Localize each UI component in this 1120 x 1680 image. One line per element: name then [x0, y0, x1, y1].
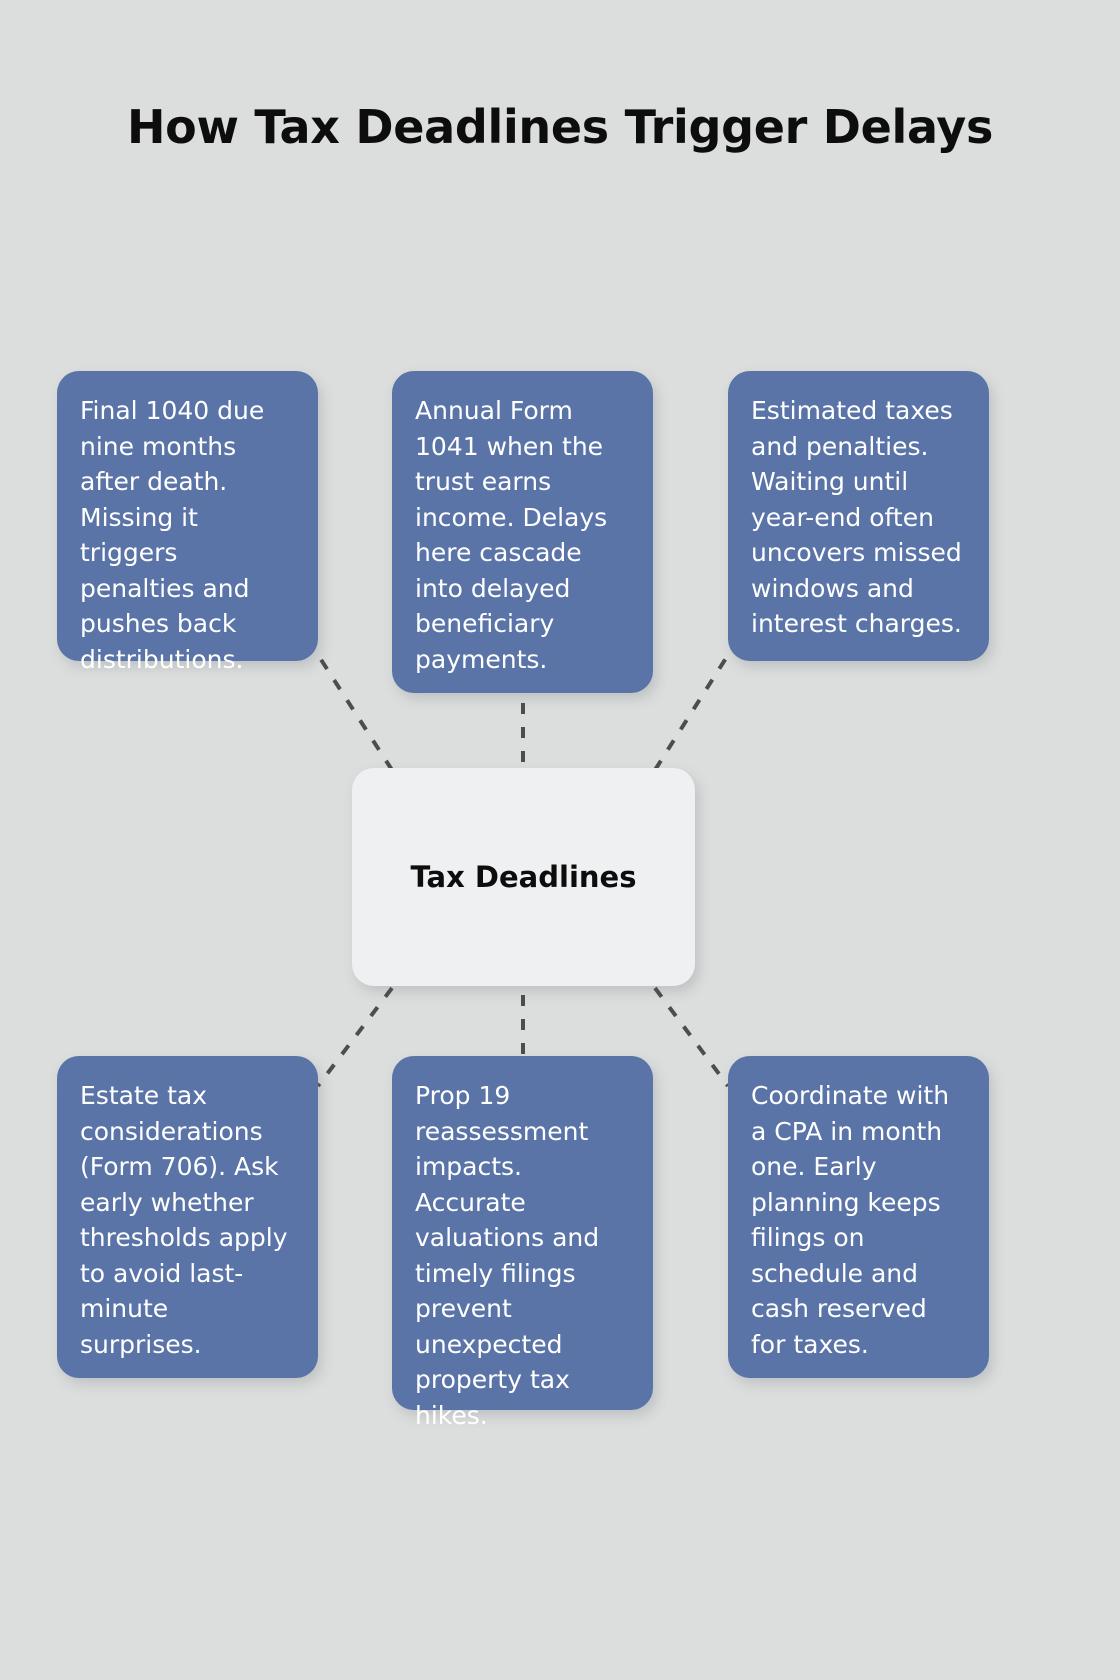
- node-card-text: Estimated taxes and penalties. Waiting u…: [751, 396, 962, 638]
- node-card-text: Prop 19 reassessment impacts. Accurate v…: [415, 1081, 600, 1430]
- connector-hub-to-top-right: [653, 653, 730, 772]
- node-card-text: Annual Form 1041 when the trust earns in…: [415, 396, 608, 674]
- hub-node-tax-deadlines[interactable]: Tax Deadlines: [352, 768, 695, 986]
- node-card-text: Estate tax considerations (Form 706). As…: [80, 1081, 288, 1359]
- page-title: How Tax Deadlines Trigger Delays: [126, 100, 994, 154]
- node-card-coordinate-cpa[interactable]: Coordinate with a CPA in month one. Earl…: [728, 1056, 989, 1378]
- node-card-text: Coordinate with a CPA in month one. Earl…: [751, 1081, 950, 1359]
- connector-hub-to-bottom-right: [653, 986, 730, 1088]
- node-card-estimated-taxes[interactable]: Estimated taxes and penalties. Waiting u…: [728, 371, 989, 661]
- node-card-text: Final 1040 due nine months after death. …: [80, 396, 265, 674]
- node-card-prop-19[interactable]: Prop 19 reassessment impacts. Accurate v…: [392, 1056, 653, 1430]
- connector-hub-to-bottom-left: [316, 986, 394, 1088]
- connector-hub-to-top-left: [316, 653, 394, 772]
- node-card-estate-tax-706[interactable]: Estate tax considerations (Form 706). As…: [57, 1056, 318, 1378]
- node-card-form-1041[interactable]: Annual Form 1041 when the trust earns in…: [392, 371, 653, 693]
- node-card-final-1040[interactable]: Final 1040 due nine months after death. …: [57, 371, 318, 674]
- hub-node-label: Tax Deadlines: [410, 860, 637, 894]
